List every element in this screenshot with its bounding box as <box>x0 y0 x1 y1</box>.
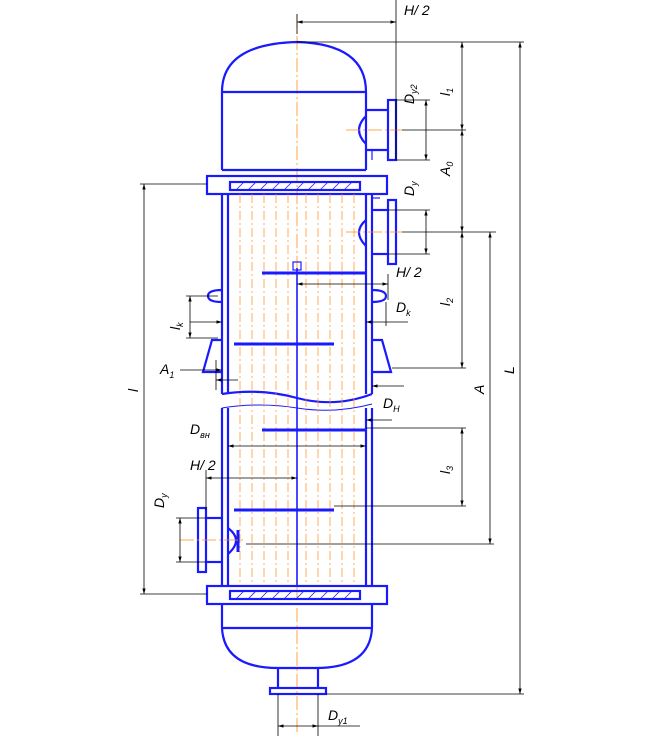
label-l: l <box>125 388 141 392</box>
label-h-half-low: H/ 2 <box>190 457 216 473</box>
label-h-half-top: H/ 2 <box>404 2 430 18</box>
nozzle-bottom <box>268 668 328 696</box>
label-l1: l1 <box>437 88 455 96</box>
tube-bundle <box>239 194 355 586</box>
compensator-right <box>371 288 388 304</box>
support-right <box>372 338 393 374</box>
dimension-lines <box>140 0 524 736</box>
dimension-labels: H/ 2 Dy2 l1 A0 Dy H/ 2 Dk l2 lk A1 A L l… <box>125 2 517 726</box>
shell <box>220 194 374 586</box>
label-a0: A0 <box>437 162 455 177</box>
label-dvn: Dвн <box>190 421 210 440</box>
label-l3: l3 <box>437 466 455 474</box>
label-a: A <box>471 385 487 395</box>
label-lk: lk <box>167 322 185 330</box>
label-h-half-mid: H/ 2 <box>396 264 422 280</box>
label-dk: Dk <box>396 299 411 318</box>
support-left <box>201 338 222 374</box>
label-dy2: Dy2 <box>401 84 419 104</box>
bottom-head <box>220 604 374 670</box>
label-dy-low: Dy <box>151 493 169 508</box>
tie-rod-nut <box>292 261 302 271</box>
top-head <box>220 40 368 170</box>
label-dn: DH <box>383 395 400 414</box>
label-dy-top: Dy <box>401 181 419 196</box>
label-dy1: Dy1 <box>328 707 348 726</box>
top-tube-sheet <box>205 174 389 196</box>
bottom-tube-sheet <box>205 584 389 606</box>
label-a1: A1 <box>159 361 174 380</box>
label-l2: l2 <box>437 298 455 306</box>
label-big-l: L <box>501 366 517 374</box>
